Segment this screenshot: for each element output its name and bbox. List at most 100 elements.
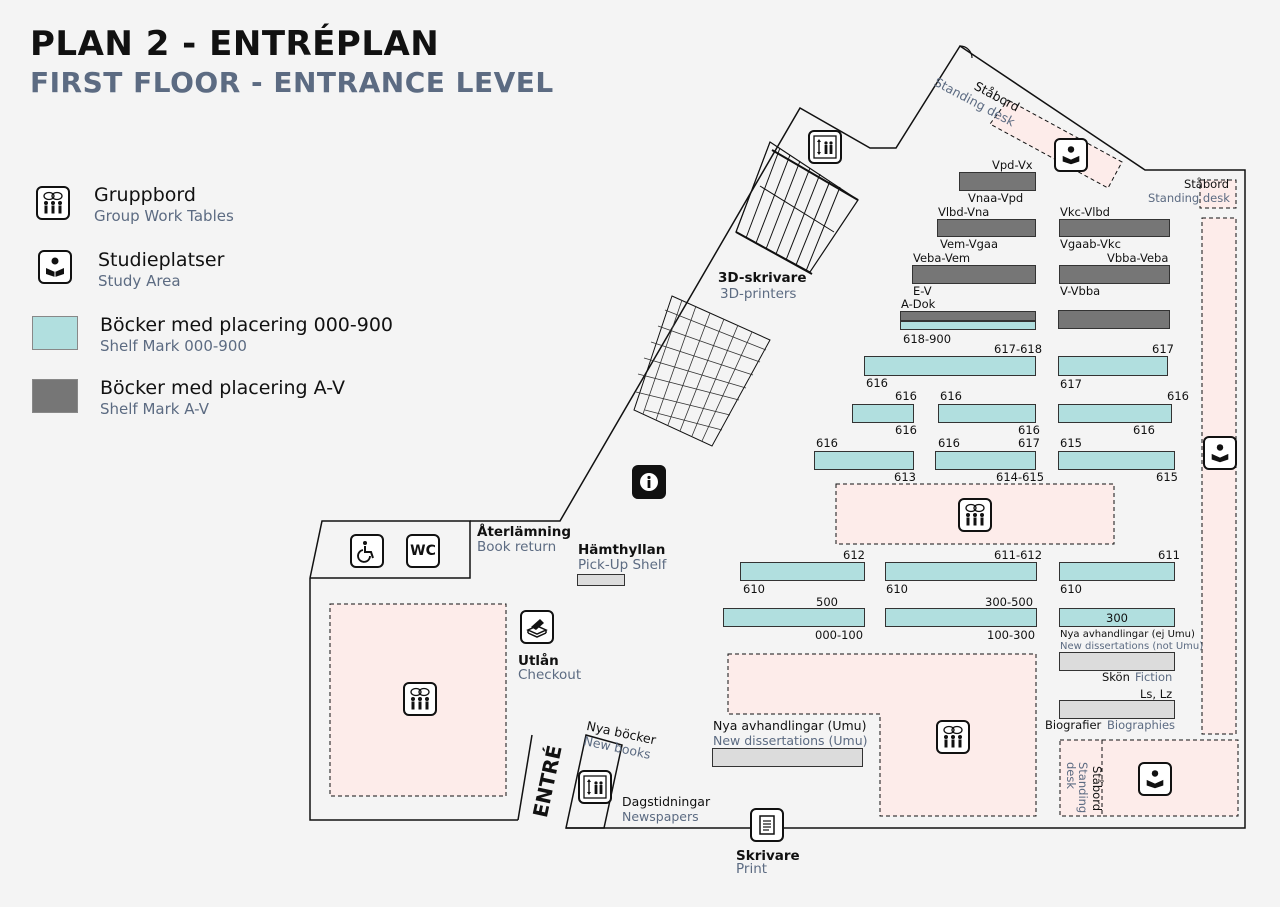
shelf-000-900 xyxy=(740,562,865,581)
shelf-label: 611 xyxy=(1158,548,1180,562)
shelf-label: V-Vbba xyxy=(1060,284,1101,298)
newspapers-sublabel: Newspapers xyxy=(622,809,699,824)
printer-3d-sublabel: 3D-printers xyxy=(720,286,797,302)
building-wall xyxy=(309,578,518,821)
shelf-label: 615 xyxy=(1156,470,1178,484)
checkout-sublabel: Checkout xyxy=(518,667,582,683)
wheelchair-icon xyxy=(350,534,384,568)
standing-desk-bottom-sublabel: Standing desk xyxy=(1064,762,1091,814)
shelf-av xyxy=(1058,310,1170,329)
shelf-label: 616 xyxy=(895,423,917,437)
shelf-label: 616 xyxy=(938,436,960,450)
wc-icon: WC xyxy=(406,534,440,568)
shelf-label: 616 xyxy=(895,389,917,403)
shelf-label: 616 xyxy=(1167,389,1189,403)
fiction-shelf xyxy=(1059,700,1175,719)
shelf-label: 616 xyxy=(940,389,962,403)
shelf-label: 618-900 xyxy=(903,332,952,346)
shelf-000-900 xyxy=(938,404,1036,423)
shelf-label: 615 xyxy=(1060,436,1082,450)
pickup-shelf-label: Hämthyllan xyxy=(578,542,666,558)
new-dissertations-shelf xyxy=(1059,652,1175,671)
entrance-vestibule xyxy=(565,734,623,829)
checkout-icon xyxy=(520,610,554,644)
legend-shelfav-sub: Shelf Mark A-V xyxy=(100,400,209,418)
shelf-label: 613 xyxy=(894,470,916,484)
legend-shelfav-label: Böcker med placering A-V xyxy=(100,377,345,399)
pickup-shelf-sublabel: Pick-Up Shelf xyxy=(578,557,667,573)
print-sublabel: Print xyxy=(736,861,768,877)
legend-grey-swatch xyxy=(32,379,78,413)
shelf-000-900 xyxy=(814,451,914,470)
legend-study-sub: Study Area xyxy=(98,272,181,290)
shelf-000-900 xyxy=(864,356,1036,376)
standing-desk-bottom-label: Ståbord xyxy=(1090,766,1104,812)
shelf-av xyxy=(1059,265,1170,284)
shelf-label: 100-300 xyxy=(987,628,1036,642)
shelf-label: E-V xyxy=(913,284,932,298)
shelf-label: Vem-Vgaa xyxy=(940,237,998,251)
shelf-label: 617 xyxy=(1152,342,1174,356)
standing-desk-right-sublabel: Standing desk xyxy=(1148,191,1230,205)
group-table-icon xyxy=(403,682,437,716)
shelf-label: 617 xyxy=(1018,436,1040,450)
shelf-000-900 xyxy=(885,562,1037,581)
shelf-label: 610 xyxy=(743,582,765,596)
book-return-sublabel: Book return xyxy=(477,539,557,555)
shelf-000-900 xyxy=(1058,451,1175,470)
shelf-000-900 xyxy=(1058,356,1168,376)
print-label: Skrivare xyxy=(736,848,800,864)
new-dissertations-not-umu-sublabel: New dissertations (not Umu) xyxy=(1060,641,1204,652)
shelf-label: 614-615 xyxy=(996,470,1045,484)
shelf-label: Vgaab-Vkc xyxy=(1060,237,1121,251)
building-wall-main xyxy=(470,44,1246,829)
shelf-000-900 xyxy=(885,608,1037,627)
shelf-label: Vkc-Vlbd xyxy=(1060,205,1110,219)
staircase xyxy=(735,141,859,275)
shelf-label: 616 xyxy=(866,376,888,390)
new-dissertations-label: Nya avhandlingar (Umu) xyxy=(713,718,867,733)
shelf-label: 616 xyxy=(816,436,838,450)
shelf-label: 617 xyxy=(1060,377,1082,391)
shelf-av xyxy=(912,265,1036,284)
fiction-label: Skön xyxy=(1102,670,1130,684)
shelf-av xyxy=(900,311,1036,321)
shelf-av xyxy=(959,172,1036,191)
shelf-000-900 xyxy=(935,451,1036,470)
shelf-label: Vlbd-Vna xyxy=(938,205,990,219)
shelf-label: Vnaa-Vpd xyxy=(968,191,1024,205)
shelf-label: 612 xyxy=(843,548,865,562)
legend-study-label: Studieplatser xyxy=(98,249,225,271)
study-area-icon xyxy=(1054,138,1088,172)
fiction-sublabel: Fiction xyxy=(1135,670,1173,684)
elevator-entrance-icon xyxy=(578,770,612,804)
standing-desk-zone-bottom xyxy=(1059,739,1103,817)
biographies-sublabel: Biographies xyxy=(1107,718,1176,732)
elevator-icon xyxy=(808,130,842,164)
pickup-shelf xyxy=(577,574,625,586)
shelf-000-900 xyxy=(900,321,1036,330)
printer-3d-label: 3D-skrivare xyxy=(718,270,807,286)
shelf-label: 610 xyxy=(886,582,908,596)
new-dissertations-not-umu-label: Nya avhandlingar (ej Umu) xyxy=(1060,629,1195,640)
shelf-label: 617-618 xyxy=(994,342,1043,356)
study-area-icon xyxy=(38,250,72,284)
shelf-000-900 xyxy=(1059,562,1175,581)
biographies-label: Biografier xyxy=(1045,718,1102,732)
group-table-icon xyxy=(936,720,970,754)
shelf-label: 616 xyxy=(1133,423,1155,437)
group-table-icon xyxy=(36,186,70,220)
standing-desk-zone-right-top xyxy=(1199,179,1237,209)
book-return-label: Återlämning xyxy=(477,524,572,540)
standing-desk-zone-right xyxy=(1201,217,1237,735)
shelf-label: A-Dok xyxy=(901,297,936,311)
printer-3d-area xyxy=(633,295,771,447)
shelf-label: 500 xyxy=(816,595,838,609)
legend-group-sub: Group Work Tables xyxy=(94,207,234,225)
group-zone-bottom xyxy=(727,653,1037,817)
info-icon xyxy=(632,465,666,499)
shelf-label: 000-100 xyxy=(815,628,864,642)
printer-icon xyxy=(750,808,784,842)
building-outline xyxy=(309,520,471,579)
